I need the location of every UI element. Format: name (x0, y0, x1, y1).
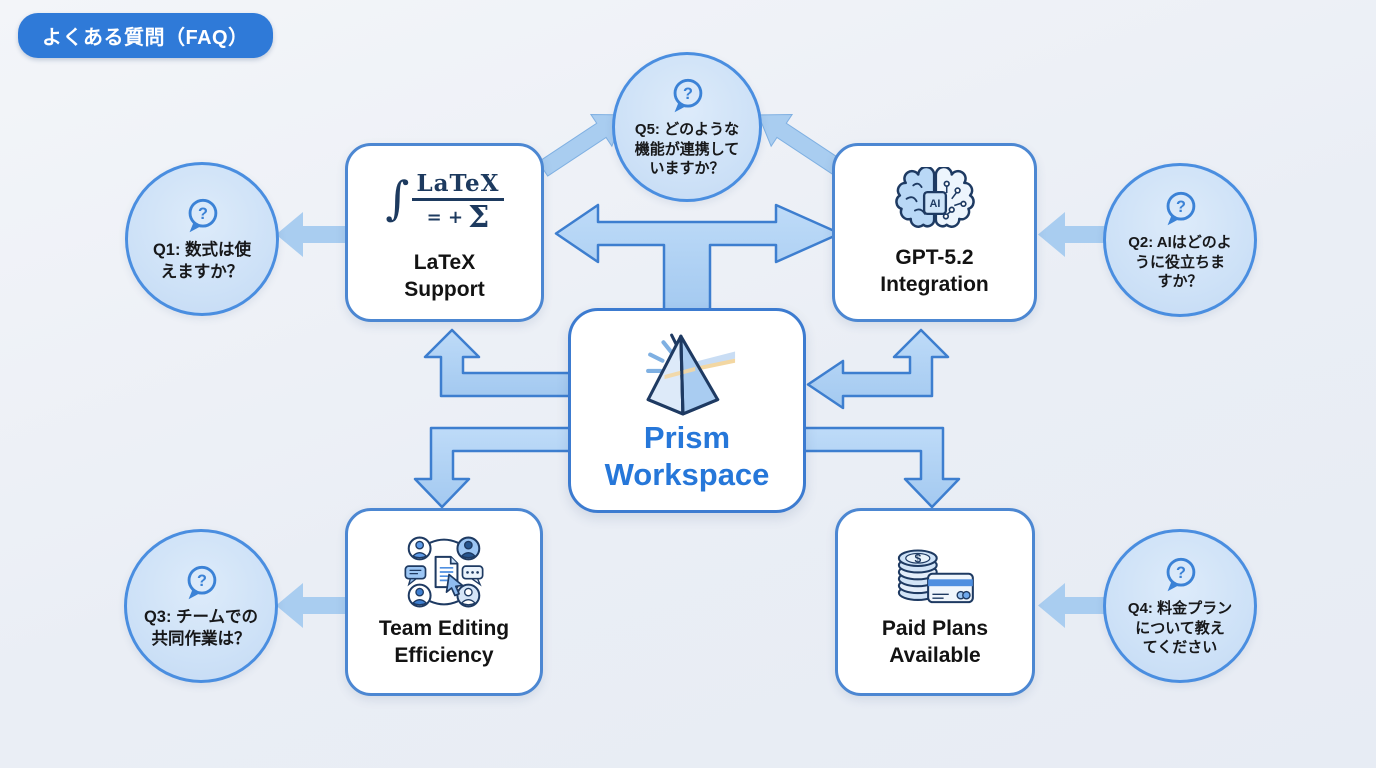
arrow-center-to-paid (796, 426, 961, 509)
coins-credit-card-icon: $ (897, 549, 974, 604)
question-text: Q5: どのような 機能が連携して いますか？ (634, 120, 740, 178)
svg-text:?: ? (1176, 564, 1186, 582)
question-node-q4: ? Q4: 料金プラン について教え てください (1103, 529, 1257, 683)
arrow-center-to-latex-elbow (423, 328, 578, 398)
question-bubble-icon: ? (1166, 557, 1196, 592)
arrow-center-to-latex-and-gpt (554, 203, 842, 317)
center-node-title: Prism Workspace (604, 419, 770, 492)
question-bubble-icon: ? (188, 198, 218, 233)
feature-label: GPT-5.2 Integration (880, 245, 989, 296)
question-text: Q4: 料金プラン について教え てください (1127, 599, 1233, 657)
feature-label: Paid Plans Available (881, 617, 989, 667)
question-bubble-icon: ? (673, 78, 703, 113)
question-node-q3: ? Q3: チームでの 共同作業は？ (124, 529, 278, 683)
arrow-q4-to-paid (1038, 583, 1106, 628)
svg-text:?: ? (683, 85, 693, 103)
prism-icon (646, 333, 736, 416)
feature-node-gpt-integration: AI GPT-5.2 Integration (832, 143, 1037, 322)
svg-text:$: $ (914, 552, 921, 566)
question-bubble-icon: ? (1166, 191, 1196, 226)
arrow-q2-to-gpt (1038, 212, 1106, 257)
team-collaboration-icon (404, 536, 484, 608)
feature-label: Team Editing Efficiency (378, 617, 510, 667)
question-node-q1: ? Q1: 数式は使 えますか？ (125, 162, 279, 316)
feature-label: LaTeX Support (404, 250, 485, 301)
feature-node-team-editing: Team Editing Efficiency (345, 508, 543, 696)
arrow-latex-to-q1 (276, 212, 345, 257)
question-node-q5: ? Q5: どのような 機能が連携して いますか？ (612, 52, 762, 202)
svg-text:?: ? (197, 572, 207, 590)
ai-brain-icon: AI (894, 166, 975, 228)
question-text: Q2: AIはどのよ うに役立ちま すか？ (1128, 233, 1232, 291)
feature-node-paid-plans: $ Paid Plans Available (835, 508, 1035, 696)
svg-text:?: ? (198, 205, 208, 223)
question-node-q2: ? Q2: AIはどのよ うに役立ちま すか？ (1103, 163, 1257, 317)
feature-node-latex-support: ∫ LaTeX = + Σ LaTeX Support (345, 143, 544, 322)
latex-formula-icon: ∫ LaTeX = + Σ (386, 162, 504, 244)
arrow-team-to-q3 (276, 583, 345, 628)
svg-text:AI: AI (929, 198, 940, 210)
center-node-prism-workspace: Prism Workspace (568, 308, 806, 513)
question-bubble-icon: ? (187, 565, 217, 600)
question-text: Q3: チームでの 共同作業は？ (143, 607, 259, 648)
question-text: Q1: 数式は使 えますか？ (152, 240, 252, 281)
arrow-center-gpt-bidirectional (806, 328, 950, 410)
svg-text:?: ? (1176, 198, 1186, 216)
title-badge: よくある質問（FAQ） (18, 13, 273, 58)
arrow-center-to-team (413, 426, 578, 509)
